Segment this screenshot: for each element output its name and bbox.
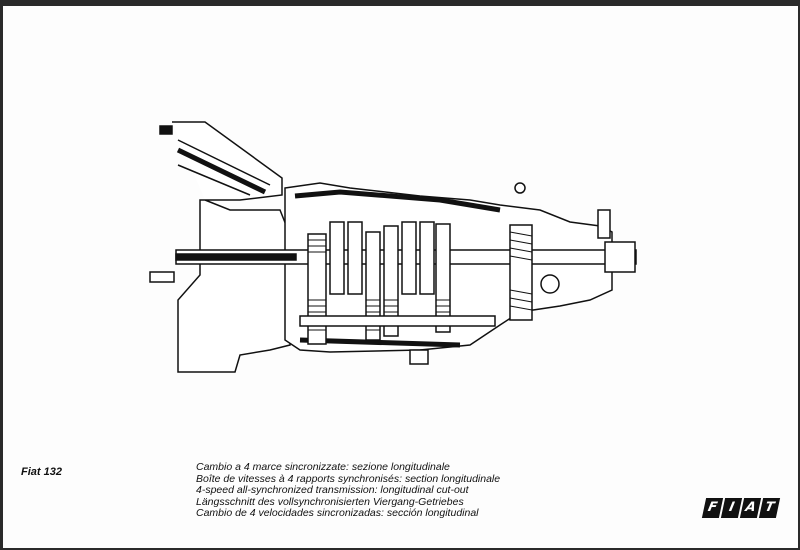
gear-cluster (307, 221, 451, 345)
caption-spanish: Cambio de 4 velocidades sincronizadas: s… (196, 507, 479, 519)
bell-housing (172, 121, 291, 373)
model-name: Fiat 132 (21, 466, 62, 478)
logo-letter: A (739, 498, 762, 518)
countershaft (299, 315, 496, 327)
caption-english: 4-speed all-synchronized transmission: l… (196, 484, 469, 496)
logo-letter: F (701, 498, 724, 518)
caption-german: Längsschnitt des vollsynchronisierten Vi… (196, 495, 464, 508)
caption-italian: Cambio a 4 marce sincronizzate: sezione … (196, 461, 450, 473)
caption-block: Cambio a 4 marce sincronizzate: sezione … (196, 461, 501, 520)
caption-french: Boîte de vitesses à 4 rapports synchroni… (196, 472, 501, 485)
logo-letter: I (720, 498, 743, 518)
logo-letter: T (758, 498, 781, 518)
fiat-logo: F I A T (701, 498, 781, 518)
